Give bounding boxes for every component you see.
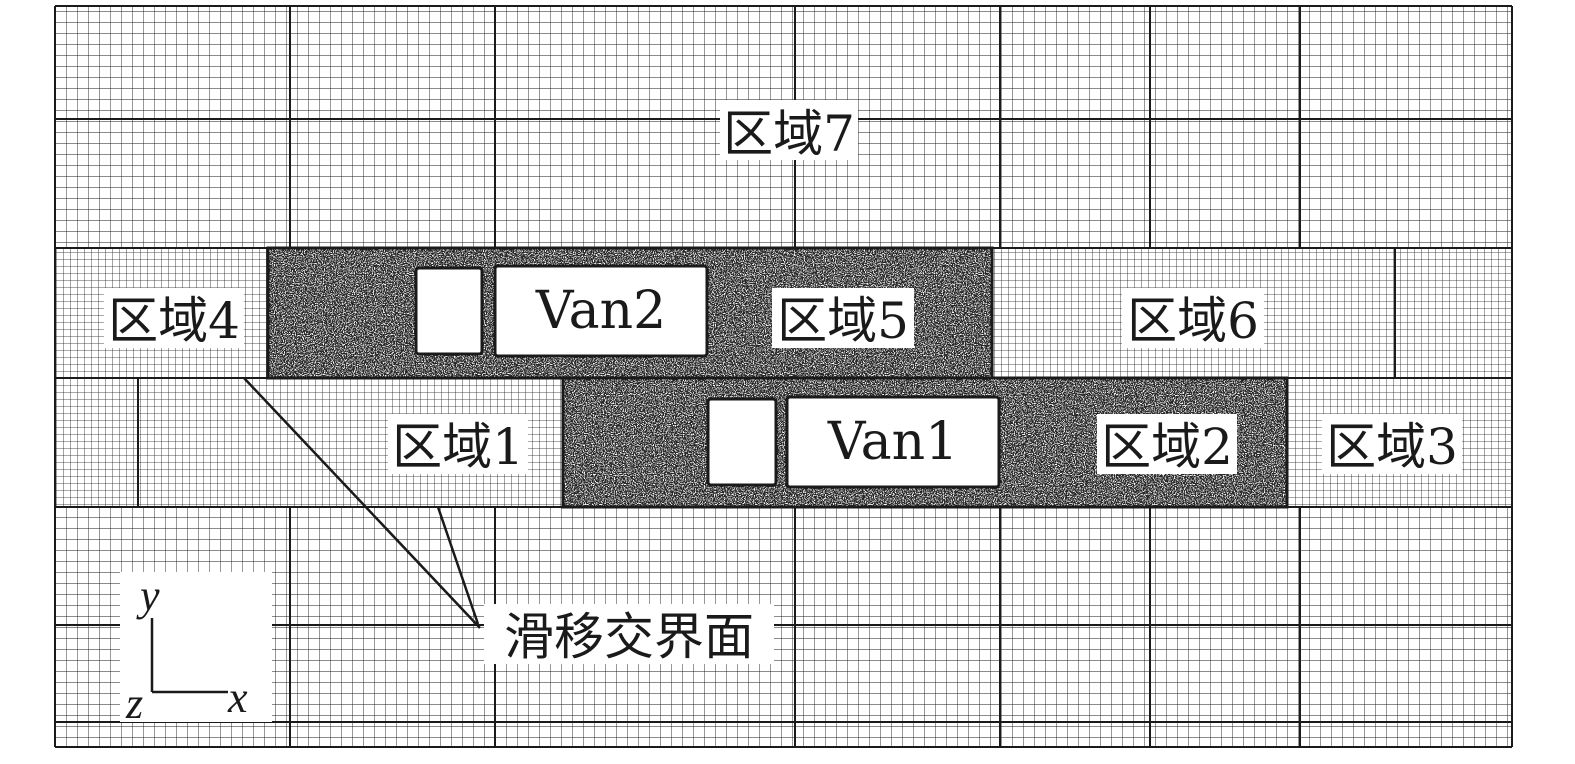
region-5-label: 区域5 — [777, 292, 909, 350]
label-backgrounds — [104, 100, 1462, 664]
sliding-interface-label: 滑移交界面 — [504, 608, 754, 666]
van1-cab — [706, 397, 778, 487]
region-3-label: 区域3 — [1326, 418, 1458, 476]
van2-body — [493, 264, 709, 358]
region-4-label: 区域4 — [108, 292, 240, 350]
axes-inset: y x z — [120, 571, 272, 728]
axis-x-label: x — [227, 673, 248, 722]
van1-body — [785, 395, 1001, 489]
bottom-mesh — [55, 507, 1512, 747]
van1-label: Van1 — [827, 412, 958, 472]
axis-z-label: z — [125, 679, 143, 728]
region-7-label: 区域7 — [723, 105, 855, 163]
region-1-label: 区域1 — [392, 418, 524, 476]
interface-leader-lines — [243, 377, 481, 629]
van2-label: Van2 — [535, 281, 666, 341]
region-6-label: 区域6 — [1127, 292, 1259, 350]
region-2-label: 区域2 — [1101, 418, 1233, 476]
van2-cab — [414, 266, 484, 356]
axis-y-label: y — [136, 571, 160, 620]
